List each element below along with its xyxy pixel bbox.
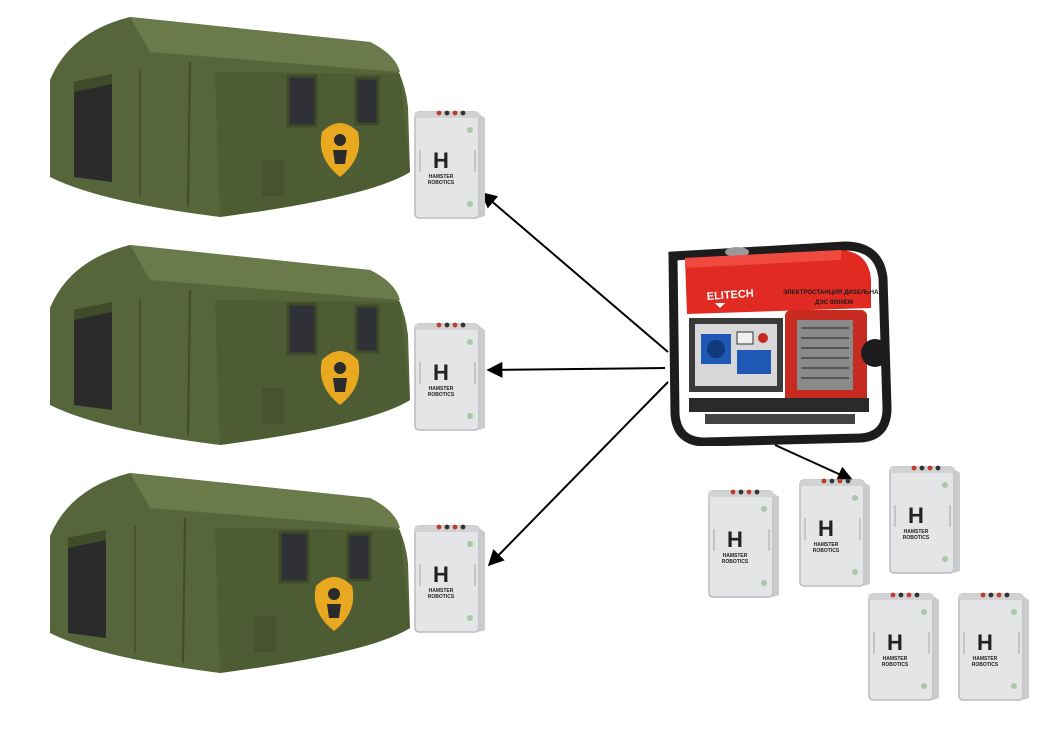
tent-window bbox=[354, 76, 380, 126]
arrow-to-battery-3 bbox=[487, 381, 669, 567]
battery-logo-letter: H bbox=[433, 360, 449, 385]
battery-logo-line2: ROBOTICS bbox=[722, 559, 749, 565]
tent-window bbox=[346, 532, 372, 582]
diesel-generator: ELITECH ЭЛЕКТРОСТАНЦИЯ ДИЗЕЛЬНАЯ ДЭС 800… bbox=[665, 238, 895, 447]
tent-door bbox=[74, 74, 112, 182]
battery-logo-line2: ROBOTICS bbox=[428, 594, 455, 600]
battery-logo-letter: H bbox=[818, 516, 834, 541]
battery-logo-line1: HAMSTER bbox=[723, 553, 748, 559]
battery-logo-line2: ROBOTICS bbox=[882, 662, 909, 668]
tent-window bbox=[354, 304, 380, 354]
battery-logo-letter: H bbox=[727, 527, 743, 552]
arrow-to-spare-batteries bbox=[774, 444, 854, 482]
tent-door bbox=[68, 530, 106, 638]
battery-logo-letter: H bbox=[433, 562, 449, 587]
battery-logo-line1: HAMSTER bbox=[429, 174, 454, 180]
battery-logo-letter: H bbox=[977, 630, 993, 655]
tent-window bbox=[278, 530, 310, 584]
arrow-to-battery-1 bbox=[480, 191, 669, 353]
battery-logo-letter: H bbox=[908, 503, 924, 528]
tent-logo bbox=[314, 577, 354, 631]
battery-logo-line2: ROBOTICS bbox=[813, 548, 840, 554]
battery-logo-letter: H bbox=[887, 630, 903, 655]
tent-2 bbox=[40, 240, 415, 450]
tent-window bbox=[286, 74, 318, 128]
battery-logo-line1: HAMSTER bbox=[883, 656, 908, 662]
generator-model-line2: ДЭС 8000ЕМ bbox=[815, 299, 853, 306]
arrow-to-battery-2 bbox=[486, 361, 666, 378]
battery-logo-line2: ROBOTICS bbox=[428, 392, 455, 398]
tent-window bbox=[286, 302, 318, 356]
tent-door bbox=[74, 302, 112, 410]
generator-brand-label: ELITECH bbox=[706, 288, 754, 303]
battery-logo-line1: HAMSTER bbox=[429, 588, 454, 594]
tent-3 bbox=[40, 468, 415, 678]
battery-logo-letter: H bbox=[433, 148, 449, 173]
battery-logo-line1: HAMSTER bbox=[973, 656, 998, 662]
tent-1 bbox=[40, 12, 415, 222]
tent-logo bbox=[320, 351, 360, 405]
battery-logo-line1: HAMSTER bbox=[429, 386, 454, 392]
tent-logo bbox=[320, 123, 360, 177]
battery-logo-line2: ROBOTICS bbox=[972, 662, 999, 668]
battery-logo-line2: ROBOTICS bbox=[428, 180, 455, 186]
generator-model-line1: ЭЛЕКТРОСТАНЦИЯ ДИЗЕЛЬНАЯ bbox=[783, 289, 884, 296]
battery-logo-line1: HAMSTER bbox=[904, 529, 929, 535]
battery-logo-line2: ROBOTICS bbox=[903, 535, 930, 541]
battery-logo-line1: HAMSTER bbox=[814, 542, 839, 548]
